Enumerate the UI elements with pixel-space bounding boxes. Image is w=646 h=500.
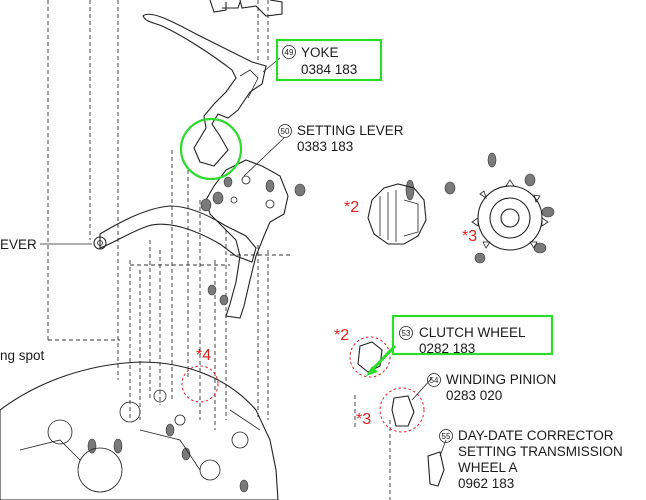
- yoke-name: YOKE: [301, 45, 339, 60]
- label-day-date-corrector: 55 DAY-DATE CORRECTOR SETTING TRANSMISSI…: [439, 428, 623, 491]
- yoke-number: 49: [285, 48, 294, 57]
- corrector-number: 55: [442, 432, 451, 441]
- marker-2-lower: *2: [334, 327, 349, 344]
- setting-lever-part: [205, 159, 289, 319]
- top-spring-part: [209, 0, 283, 17]
- corrector-name-line-1: DAY-DATE CORRECTOR: [458, 428, 614, 443]
- star-gear: [471, 179, 549, 251]
- clutch-wheel-gear: [367, 183, 427, 245]
- setting-lever-number: 50: [281, 127, 290, 136]
- corrector-name-line-3: WHEEL A: [458, 460, 518, 475]
- spot-partial-label: ng spot: [0, 348, 45, 363]
- setting-lever-code: 0383 183: [297, 139, 353, 154]
- winding-pinion-small: [379, 387, 425, 433]
- lever-part: [40, 205, 257, 263]
- highlight-circle: [179, 117, 243, 181]
- marker-4: *4: [196, 347, 211, 364]
- marker-3-lower: *3: [356, 411, 371, 428]
- oil-drops: [87, 152, 555, 493]
- leader-lines: [243, 57, 447, 457]
- yoke-code: 0384 183: [301, 62, 357, 77]
- clutch-wheel-name: CLUTCH WHEEL: [419, 325, 526, 340]
- winding-pinion-code: 0283 020: [446, 388, 502, 403]
- marker-circle-4: [181, 365, 219, 403]
- corrector-small: [427, 451, 445, 487]
- marker-3-upper: *3: [462, 228, 477, 245]
- yoke-part: [142, 13, 267, 167]
- clutch-wheel-number: 53: [402, 329, 411, 338]
- clutch-wheel-code: 0282 183: [419, 341, 475, 356]
- marker-2-upper: *2: [344, 199, 359, 216]
- label-clutch-wheel: 53 CLUTCH WHEEL 0282 183: [391, 314, 554, 356]
- winding-pinion-number: 54: [430, 376, 439, 385]
- setting-lever-name: SETTING LEVER: [297, 123, 404, 138]
- corrector-name-line-2: SETTING TRANSMISSION: [458, 444, 623, 459]
- guide-lines: [47, 0, 391, 500]
- lever-partial-label: EVER: [0, 237, 37, 252]
- label-setting-lever: 50 SETTING LEVER 0383 183: [278, 123, 404, 154]
- corrector-code: 0962 183: [458, 476, 514, 491]
- winding-pinion-name: WINDING PINION: [446, 372, 556, 387]
- clutch-wheel-small: [349, 336, 397, 378]
- movement-plate: [0, 361, 279, 500]
- label-winding-pinion: 54 WINDING PINION 0283 020: [427, 372, 556, 403]
- label-yoke: 49 YOKE 0384 183: [275, 38, 383, 82]
